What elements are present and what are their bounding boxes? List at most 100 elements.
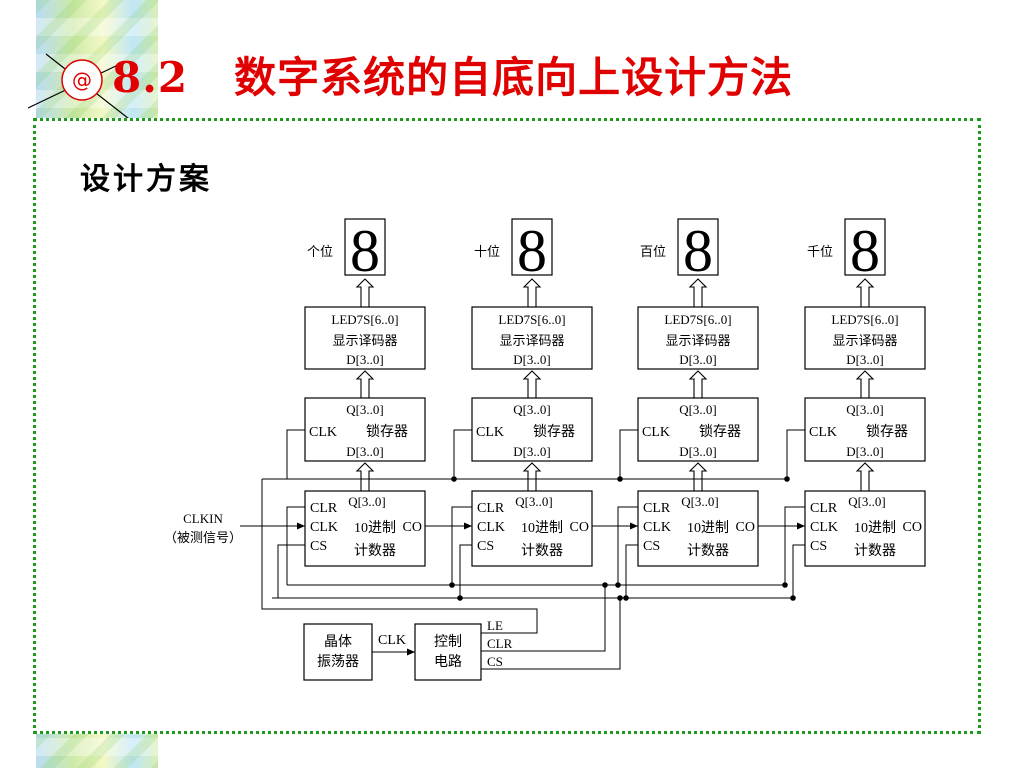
junction [784,476,790,482]
cs-branch [459,544,472,598]
up-arrow [522,370,542,399]
latch-input-label: D[3..0] [679,444,717,459]
latch-clock-wire [286,429,305,479]
decoder-name: 显示译码器 [332,333,397,348]
counter-output-label: Q[3..0] [681,494,719,509]
clr-branch [784,506,805,585]
decoder-name: 显示译码器 [832,333,897,348]
latch-output-label: Q[3..0] [513,402,551,417]
decoder-input-label: D[3..0] [513,352,551,367]
latch-name: 锁存器 [699,424,741,440]
counter-clk-label: CLK [310,520,338,535]
arrowhead [797,522,805,530]
arrowhead [297,522,305,530]
decoder-name: 显示译码器 [499,333,564,348]
junction [457,595,463,601]
up-arrow [355,370,375,399]
junction [449,582,455,588]
controller-cs-label: CS [487,654,503,669]
latch-output-label: Q[3..0] [679,402,717,417]
logo-glyph: @ [72,68,92,92]
junction [615,582,621,588]
display-decoder-block [471,306,593,370]
counter-cs-label: CS [643,539,660,554]
clr-output-wire [481,585,606,652]
cs-branch [277,544,305,598]
seven-segment-display [511,218,553,276]
controller-label: 电路 [434,654,462,670]
latch-clk-label: CLK [476,425,504,440]
decoder-input-label: D[3..0] [846,352,884,367]
counter-clr-label: CLR [310,501,338,516]
latch-block [471,397,593,462]
counter-co-label: CO [570,520,589,535]
counter-cs-label: CS [477,539,494,554]
up-arrow [522,462,542,492]
le-output-wire [261,479,538,634]
counter-clk-label: CLK [810,520,838,535]
cs-branch [625,544,638,598]
latch-output-label: Q[3..0] [846,402,884,417]
latch-input-label: D[3..0] [346,444,384,459]
logo-emblem: @ [28,53,139,127]
latch-name: 锁存器 [866,424,908,440]
clkin-label: CLKIN [183,511,223,526]
page-title: 8.2 数字系统的自底向上设计方法 [112,44,793,105]
latch-output-label: Q[3..0] [346,402,384,417]
up-arrow [355,462,375,492]
junction [617,595,623,601]
control-circuit-block [414,623,482,681]
display-decoder-block [637,306,759,370]
title-text: 数字系统的自底向上设计方法 [234,53,794,102]
counter-clr-label: CLR [810,501,838,516]
clkin-subtitle: （被测信号） [164,530,242,545]
clr-branch [617,506,638,585]
display-decoder-block [804,306,926,370]
decoder-output-label: LED7S[6..0] [664,312,731,327]
decade-counter-block [304,490,426,567]
position-label: 十位 [474,244,500,259]
counter-co-label: CO [903,520,922,535]
up-arrow [855,370,875,399]
latch-block [304,397,426,462]
decade-counter-block [637,490,759,567]
up-arrow [855,462,875,492]
counter-name: 10进制 [687,520,729,536]
junction [602,582,608,588]
arrowhead [407,648,415,656]
cs-output-wire [481,598,621,670]
counter-cs-label: CS [310,539,327,554]
counter-cs-label: CS [810,539,827,554]
counter-name-2: 计数器 [687,543,729,559]
subtitle: 设计方案 [80,162,212,197]
latch-name: 锁存器 [533,424,575,440]
clr-branch [286,506,305,585]
counter-name: 10进制 [854,520,896,536]
latch-block [637,397,759,462]
latch-clk-label: CLK [809,425,837,440]
decoder-name: 显示译码器 [665,333,730,348]
counter-name: 10进制 [521,520,563,536]
counter-output-label: Q[3..0] [515,494,553,509]
title-number: 8.2 [112,53,189,102]
decade-counter-block [804,490,926,567]
cs-branch [792,544,805,598]
display-digit: 8 [683,218,713,284]
decoder-output-label: LED7S[6..0] [831,312,898,327]
counter-clk-label: CLK [643,520,671,535]
display-digit: 8 [517,218,547,284]
counter-co-label: CO [403,520,422,535]
latch-input-label: D[3..0] [513,444,551,459]
counter-name: 10进制 [354,520,396,536]
latch-clock-wire [619,429,638,479]
counter-clr-label: CLR [643,501,671,516]
position-label: 个位 [307,244,333,259]
decoder-input-label: D[3..0] [346,352,384,367]
latch-input-label: D[3..0] [846,444,884,459]
controller-label: 控制 [434,634,462,650]
arrowhead [630,522,638,530]
seven-segment-display [677,218,719,276]
counter-clk-label: CLK [477,520,505,535]
controller-le-label: LE [487,618,503,633]
